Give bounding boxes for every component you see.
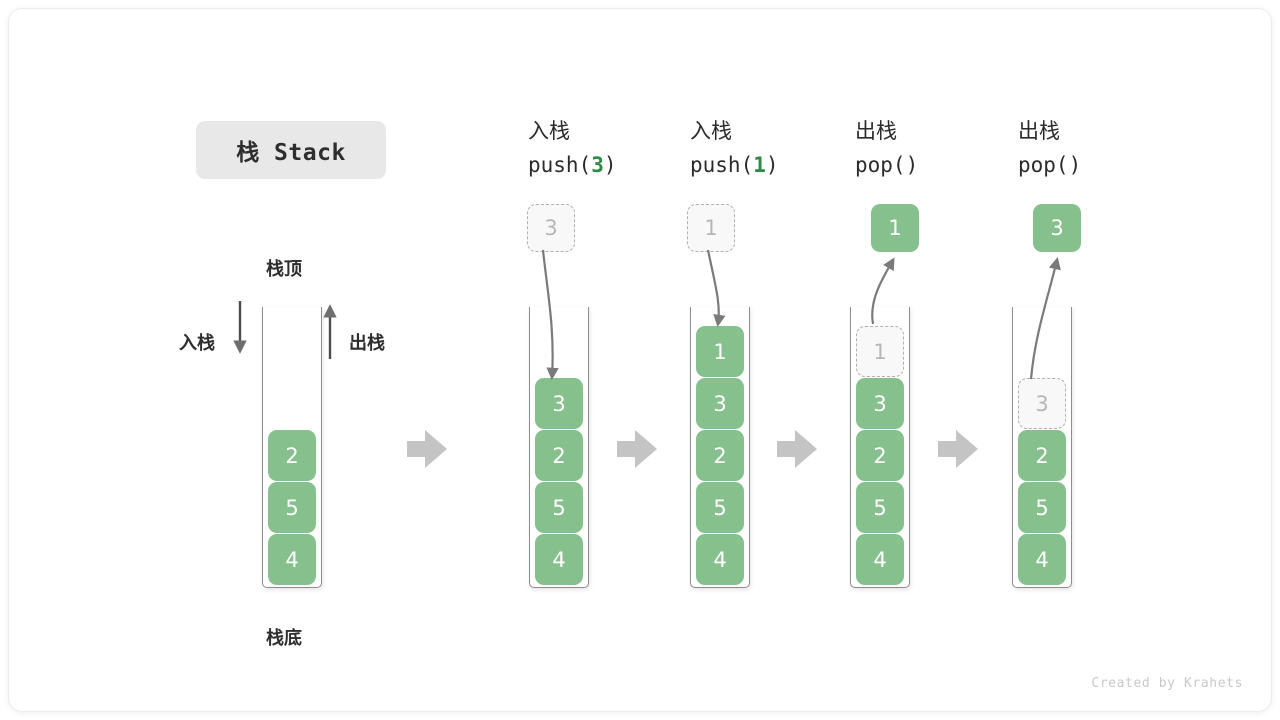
- op-code-pop-3: pop(): [1018, 151, 1081, 179]
- stack-cell: 3: [535, 378, 583, 429]
- stack-cell: 2: [268, 430, 316, 481]
- op-title-push-3: 入栈: [528, 119, 570, 143]
- stack-cell: 5: [535, 482, 583, 533]
- stack-cell: 2: [1018, 430, 1066, 481]
- op-code-prefix: push(: [528, 153, 592, 177]
- diagram-card: 栈 Stack 栈顶 入栈 出栈 栈底 2 5 4 入栈 push(3) 3 3…: [8, 8, 1272, 712]
- op-code-suffix: ): [1068, 153, 1082, 177]
- op-code-push-3: push(3): [528, 151, 617, 179]
- op-code-prefix: push(: [690, 153, 754, 177]
- transition-arrow: [938, 430, 978, 468]
- incoming-ghost-box: 3: [527, 204, 575, 252]
- stack-top-label: 栈顶: [266, 259, 302, 279]
- stack-cell-ghost: 1: [856, 326, 904, 377]
- stack-container: [1012, 307, 1072, 588]
- stack-cell: 2: [856, 430, 904, 481]
- arrow-overlay: [233, 249, 1061, 468]
- pop-side-label: 出栈: [349, 333, 385, 353]
- incoming-ghost-box: 1: [687, 204, 735, 252]
- stack-cell: 5: [696, 482, 744, 533]
- op-code-pop-1: pop(): [855, 151, 918, 179]
- stack-cell: 3: [696, 378, 744, 429]
- op-title-pop-1: 出栈: [855, 119, 897, 143]
- stack-cell-ghost: 3: [1018, 378, 1066, 429]
- op-code-suffix: ): [905, 153, 919, 177]
- stack-cell: 4: [696, 534, 744, 585]
- op-code-suffix: ): [765, 153, 779, 177]
- stack-container: [690, 307, 750, 588]
- transition-arrow: [617, 430, 657, 468]
- stack-cell: 5: [1018, 482, 1066, 533]
- stack-cell: 3: [856, 378, 904, 429]
- op-code-number: 3: [591, 153, 604, 177]
- stack-container: [529, 307, 589, 588]
- stack-cell: 4: [535, 534, 583, 585]
- transition-arrow: [777, 430, 817, 468]
- op-title-pop-3: 出栈: [1018, 119, 1060, 143]
- stack-cell: 5: [856, 482, 904, 533]
- stack-container: [850, 307, 910, 588]
- stack-cell: 5: [268, 482, 316, 533]
- op-code-number: 1: [753, 153, 766, 177]
- op-code-push-1: push(1): [690, 151, 779, 179]
- credit-text: Created by Krahets: [1091, 676, 1243, 691]
- diagram-title-badge: 栈 Stack: [196, 121, 386, 179]
- transition-arrow: [407, 430, 447, 468]
- stack-cell: 4: [268, 534, 316, 585]
- stack-cell: 2: [535, 430, 583, 481]
- op-code-prefix: pop(: [1018, 153, 1069, 177]
- op-title-push-1: 入栈: [690, 119, 732, 143]
- stack-cell: 4: [856, 534, 904, 585]
- popped-value-box: 1: [871, 204, 919, 252]
- push-side-label: 入栈: [179, 333, 215, 353]
- stack-cell: 4: [1018, 534, 1066, 585]
- popped-value-box: 3: [1033, 204, 1081, 252]
- op-code-suffix: ): [603, 153, 617, 177]
- stack-cell: 1: [696, 326, 744, 377]
- stack-container: [262, 307, 322, 588]
- stack-bottom-label: 栈底: [266, 628, 302, 648]
- op-code-prefix: pop(: [855, 153, 906, 177]
- stack-cell: 2: [696, 430, 744, 481]
